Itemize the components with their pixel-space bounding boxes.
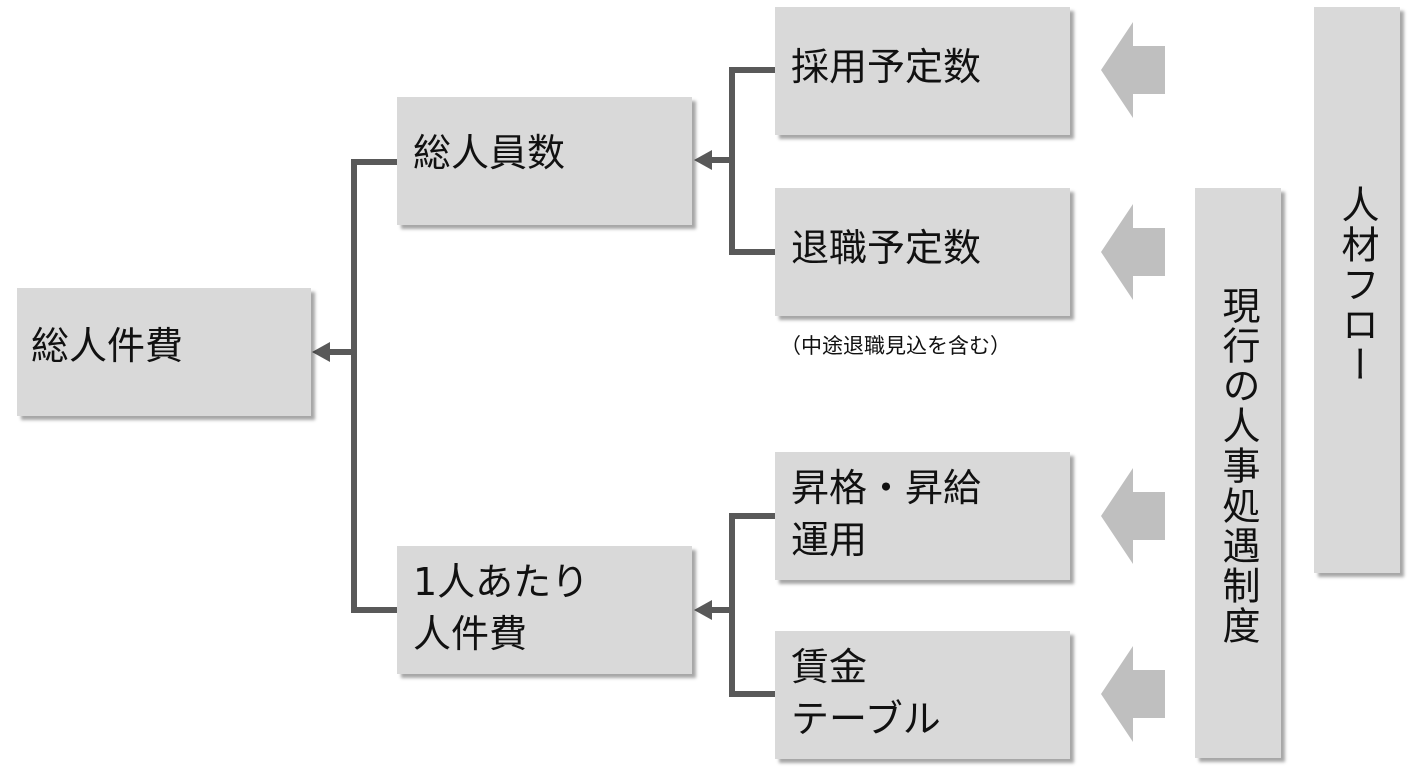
retirement-plan-box: 退職予定数: [775, 188, 1070, 316]
retirement-note: （中途退職見込を含む）: [780, 334, 1011, 358]
connector-headcount: [729, 67, 775, 255]
block-arrow-promotion: [1101, 468, 1165, 564]
arrowhead-total-cost: [312, 342, 330, 362]
connector-per-person: [729, 513, 775, 697]
total-headcount-box: 総人員数: [397, 97, 692, 225]
promotion-raise-box: 昇格・昇給 運用: [775, 452, 1070, 580]
block-arrow-wage: [1101, 646, 1165, 742]
hr-system-label: 現行の人事処遇制度: [1216, 286, 1260, 646]
block-arrow-hiring: [1101, 22, 1165, 118]
arrowhead-per-person: [694, 600, 712, 620]
hiring-plan-box: 採用予定数: [775, 7, 1070, 135]
per-person-cost-box: 1人あたり 人件費: [397, 546, 692, 674]
wage-table-box: 賃金 テーブル: [775, 631, 1070, 759]
block-arrow-retirement: [1101, 204, 1165, 300]
talent-flow-panel: 人材フロー: [1314, 7, 1400, 573]
arrowhead-headcount: [694, 150, 712, 170]
connector-total-cost: [351, 159, 397, 613]
talent-flow-label: 人材フロー: [1335, 185, 1379, 385]
hr-system-panel: 現行の人事処遇制度: [1195, 188, 1281, 758]
total-cost-box: 総人件費: [17, 288, 311, 416]
